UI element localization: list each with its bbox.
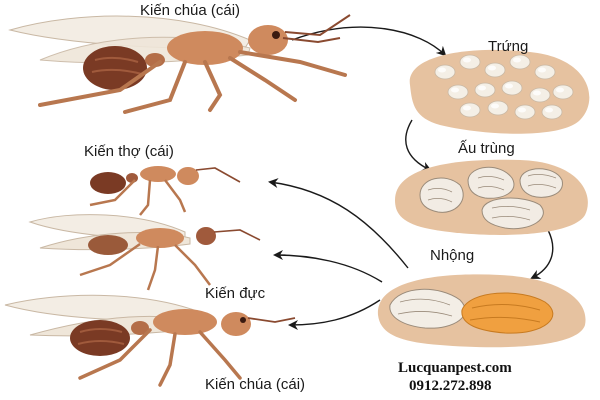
male-ant-illustration — [28, 214, 261, 291]
brand-website: Lucquanpest.com — [398, 360, 512, 376]
arrow-queen-to-eggs — [291, 26, 447, 57]
label-eggs: Trứng — [488, 38, 529, 55]
label-queen-bottom: Kiến chúa (cái) — [205, 376, 306, 393]
arrow-larva-to-pupa — [530, 229, 554, 279]
queen-ant-bottom-illustration — [4, 294, 296, 387]
arrow-eggs-to-larva — [405, 119, 432, 172]
label-male: Kiến đực — [205, 285, 266, 302]
label-queen-top: Kiến chúa (cái) — [140, 2, 241, 19]
label-larva: Ấu trùng — [458, 140, 515, 157]
label-worker: Kiến thợ (cái) — [84, 143, 174, 160]
pupa-cluster-illustration — [377, 274, 586, 348]
arrow-pupa-to-queen — [288, 299, 381, 330]
queen-ant-top-illustration — [8, 14, 351, 114]
arrow-pupa-to-male — [273, 250, 383, 283]
egg-cluster-illustration — [409, 49, 590, 134]
worker-ant-illustration — [89, 166, 241, 216]
arrow-pupa-to-worker — [268, 178, 409, 269]
brand-phone: 0912.272.898 — [409, 378, 492, 394]
label-pupa: Nhộng — [430, 247, 475, 264]
larva-cluster-illustration — [395, 159, 588, 235]
